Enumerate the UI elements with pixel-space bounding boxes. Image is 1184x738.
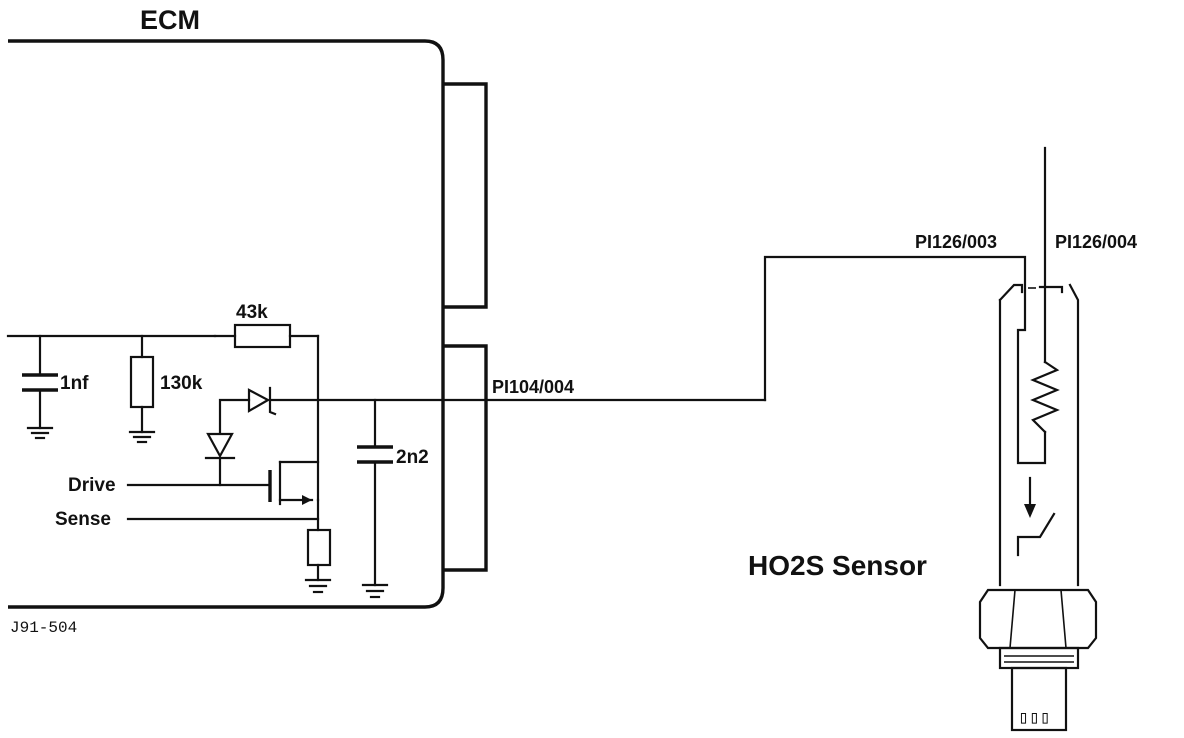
resistor-43k-label: 43k <box>236 302 268 323</box>
pin-pi126-003-label: PI126/003 <box>915 232 997 252</box>
sensor-label: HO2S Sensor <box>748 550 927 581</box>
ecm-enclosure <box>8 39 488 609</box>
transistor-icon <box>268 460 320 506</box>
diode-icon <box>204 432 236 460</box>
capacitor-1nf-icon <box>22 373 58 392</box>
heater-coil-icon <box>1030 360 1060 434</box>
switch-icon <box>1016 512 1056 557</box>
wiring <box>6 255 1027 587</box>
resistor-43k-icon <box>233 323 292 349</box>
capacitor-2n2-icon <box>357 445 393 464</box>
figure-reference: J91-504 <box>10 619 77 637</box>
pin-pi104-004-label: PI104/004 <box>492 377 574 397</box>
ho2s-sensor-body: ▯▯▯ <box>978 146 1098 732</box>
sense-label: Sense <box>55 509 111 530</box>
ground-icon <box>128 430 156 444</box>
resistor-130k-label: 130k <box>160 373 203 394</box>
ecm-label: ECM <box>140 5 200 35</box>
ground-icon <box>26 426 54 440</box>
capacitor-1nf-label: 1nf <box>60 373 89 394</box>
ground-icon <box>304 578 332 594</box>
pin-pi126-004-label: PI126/004 <box>1055 232 1137 252</box>
drive-label: Drive <box>68 475 116 496</box>
resistor-130k-icon <box>129 355 155 409</box>
svg-text:▯▯▯: ▯▯▯ <box>1018 709 1051 729</box>
ground-icon <box>361 583 389 599</box>
resistor-sense-icon <box>306 528 332 567</box>
zener-diode-icon <box>247 386 277 416</box>
capacitor-2n2-label: 2n2 <box>396 447 429 468</box>
